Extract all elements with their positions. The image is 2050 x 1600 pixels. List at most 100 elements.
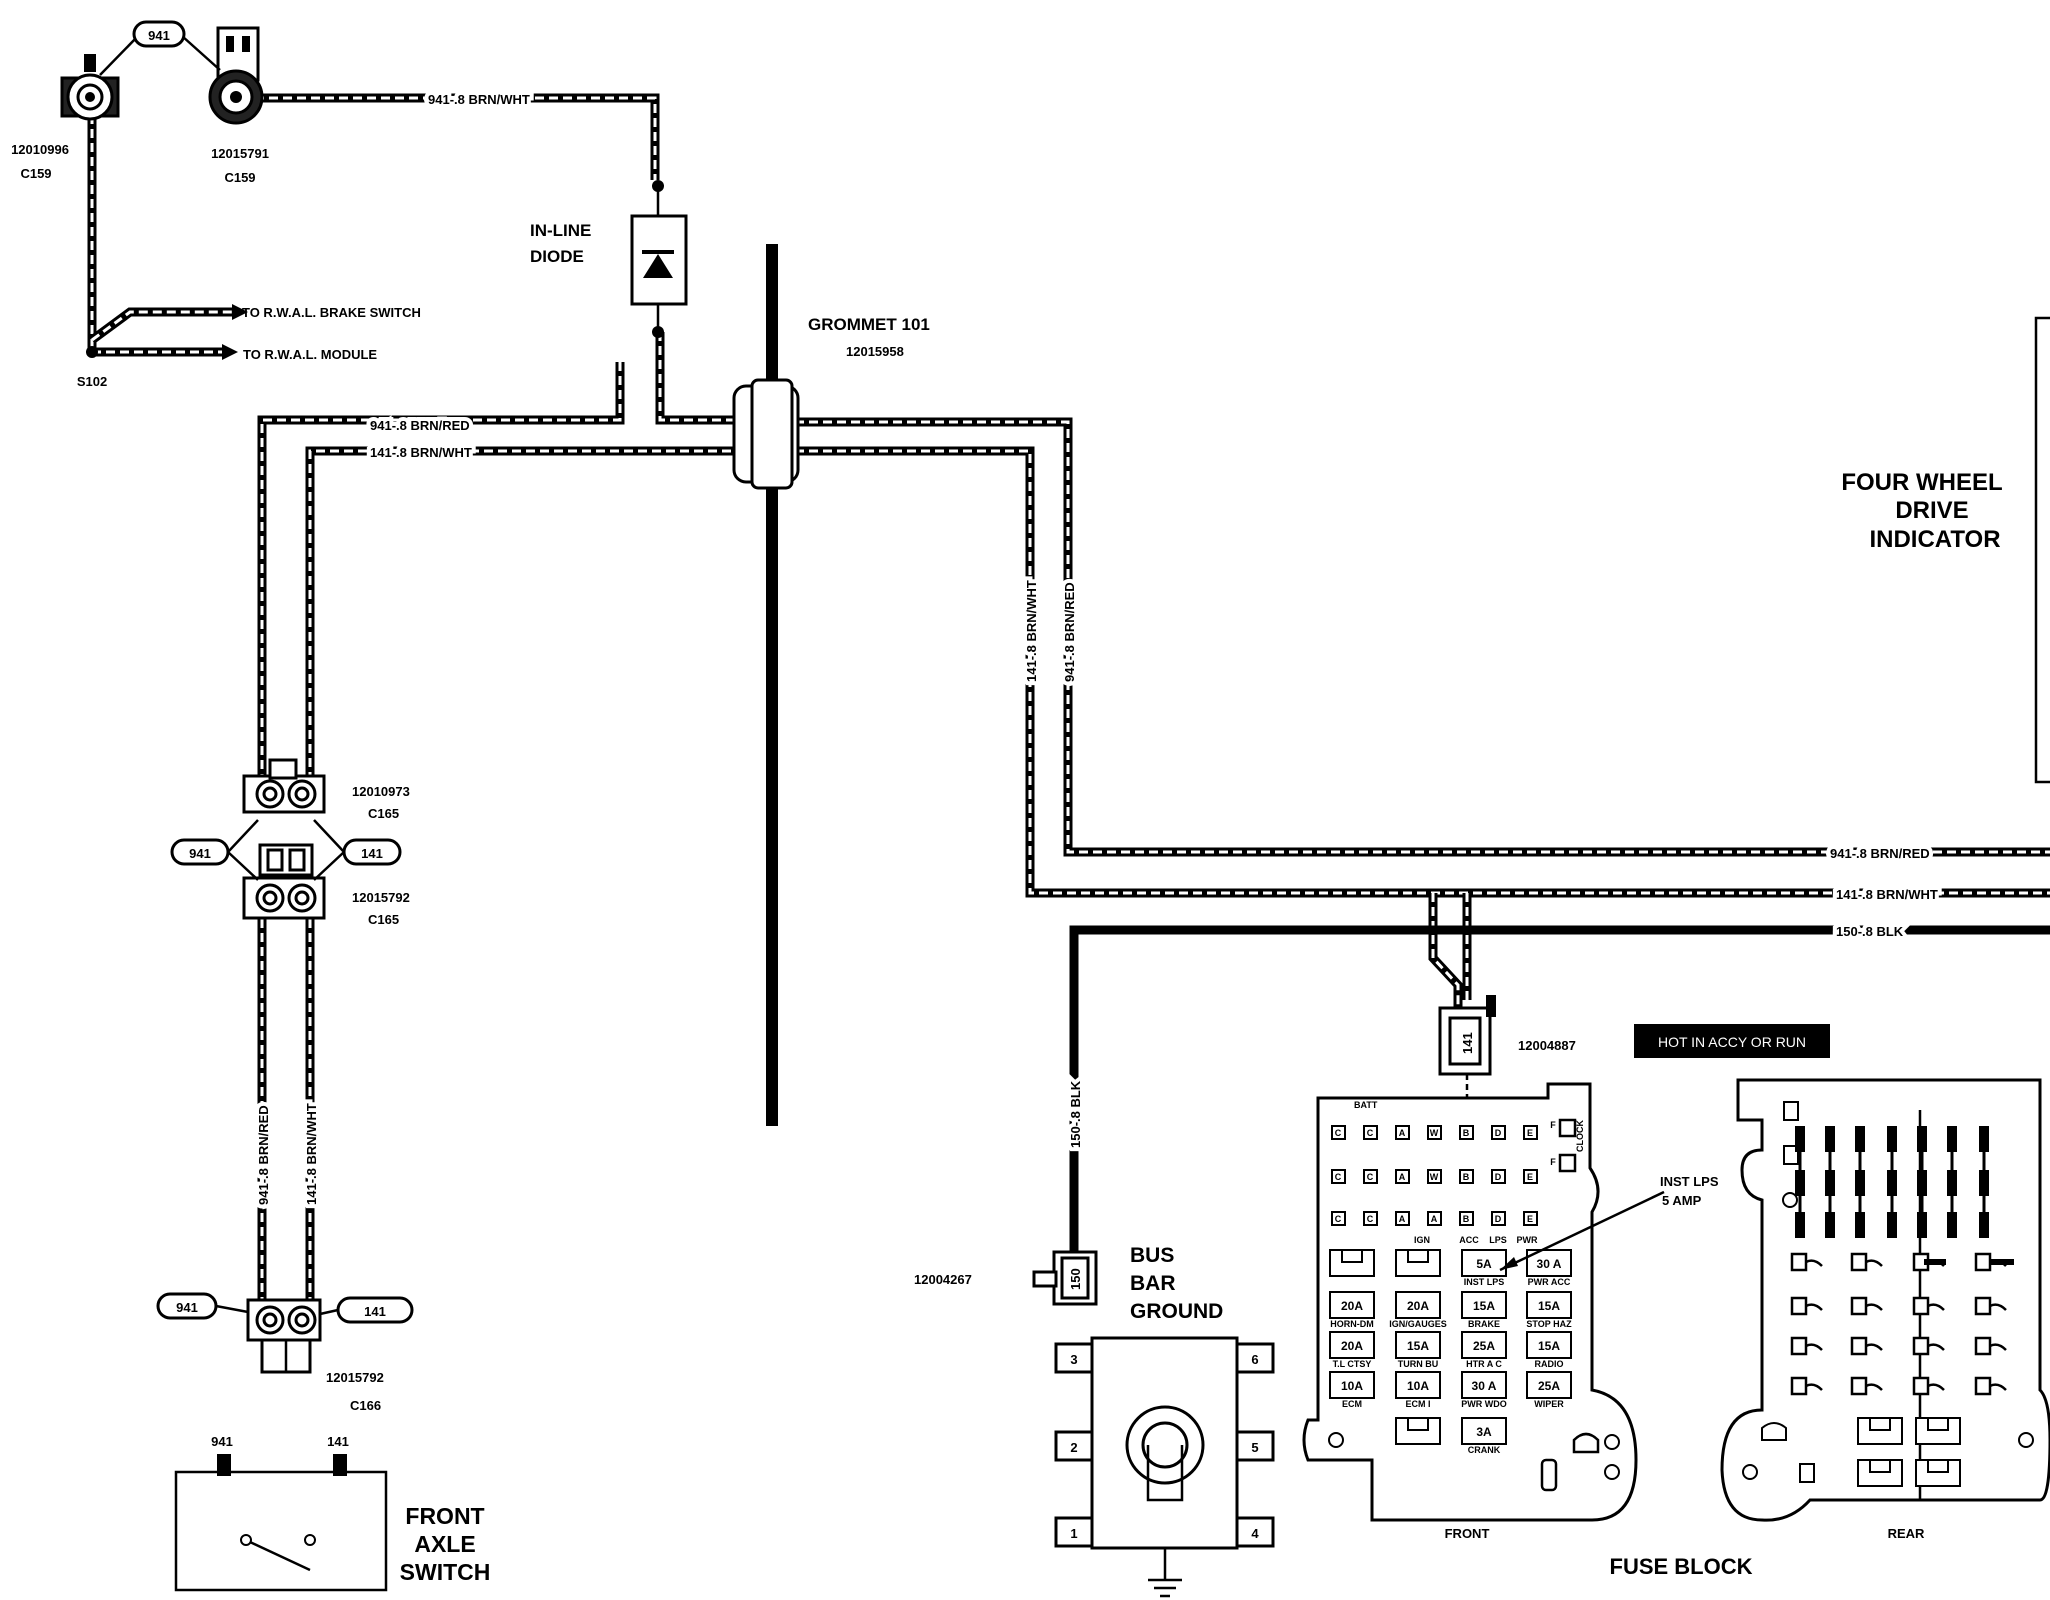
fuse-8: [1329, 1331, 1375, 1359]
fuse-label: HTR A C: [1466, 1359, 1502, 1369]
fuse-connector-12004887: 141: [1438, 995, 1496, 1136]
indicator-line1: FOUR WHEEL: [1841, 469, 2002, 496]
fuse-label: PWR ACC: [1528, 1277, 1571, 1287]
front-axle-switch: [174, 1454, 388, 1592]
fuse-slot-letter: C: [1367, 1128, 1374, 1138]
circuit-bubble-941-c166: 941: [156, 1292, 249, 1320]
c166-id: C166: [350, 1398, 381, 1413]
wire-label-v141-left: 141-.8 BRN/WHT: [304, 1103, 319, 1205]
ground-conn-part: 12004267: [914, 1272, 972, 1287]
fuse-row3-label: ACC: [1459, 1235, 1479, 1245]
fuse-label: TURN BU: [1398, 1359, 1439, 1369]
fuse-label: INST LPS: [1464, 1277, 1505, 1287]
fuse-label: IGN/GAUGES: [1389, 1319, 1447, 1329]
fuse-value: 30 A: [1537, 1257, 1562, 1271]
front-axle-line1: FRONT: [405, 1503, 484, 1529]
c159-left-connector: [60, 54, 120, 121]
fuse-4: [1329, 1291, 1375, 1319]
wire-label-v941-right: 941-.8 BRN/RED: [1062, 582, 1077, 682]
svg-text:941: 941: [189, 846, 211, 861]
fuse-18: [1461, 1417, 1507, 1445]
fuse-label: STOP HAZ: [1526, 1319, 1572, 1329]
fuse-slot-letter: E: [1527, 1128, 1533, 1138]
fuse-slot-row1-6: [1523, 1125, 1538, 1140]
fuse-slot-row1-3: [1427, 1125, 1442, 1140]
fuse-slot-letter: E: [1527, 1214, 1533, 1224]
svg-text:5: 5: [1251, 1440, 1258, 1455]
fuse-row3-label: IGN: [1414, 1235, 1430, 1245]
wire-to-brake-switch: [89, 304, 248, 344]
fuse-label: ECM I: [1405, 1399, 1430, 1409]
fuse-slot-row3-2: [1395, 1211, 1410, 1226]
grommet-part: 12015958: [846, 344, 904, 359]
fuse-slot-letter: B: [1463, 1214, 1470, 1224]
fuse-label: CRANK: [1468, 1445, 1501, 1455]
wire-941-brn-red-left: [257, 362, 625, 790]
fuse-slot-letter: A: [1431, 1214, 1438, 1224]
fuse-slot-row3-3: [1427, 1211, 1442, 1226]
fuse-slot-letter: W: [1430, 1172, 1439, 1182]
splice-s102-dot: [86, 346, 98, 358]
fuse-batt-label: BATT: [1354, 1100, 1378, 1110]
fuse-value: 3A: [1476, 1425, 1492, 1439]
fuse-slot-row3-6: [1523, 1211, 1538, 1226]
fuse-label: BRAKE: [1468, 1319, 1500, 1329]
fuse-value: 15A: [1473, 1299, 1495, 1313]
wire-label-right-141: 141-.8 BRN/WHT: [1836, 887, 1938, 902]
fuse-slot-row1-4: [1459, 1125, 1474, 1140]
fuse-slot-row2-1: [1363, 1169, 1378, 1184]
fuse-slot-row2-2: [1395, 1169, 1410, 1184]
fuse-value: 10A: [1407, 1379, 1429, 1393]
bubble-941-text: 941: [148, 28, 170, 43]
fuse-slot-row1-0: [1331, 1125, 1346, 1140]
fuse-slot-row3-0: [1331, 1211, 1346, 1226]
wire-to-module: [92, 344, 238, 360]
grommet-bar: [766, 244, 778, 1126]
fuse-slot-letter: D: [1495, 1172, 1502, 1182]
svg-text:F: F: [1550, 1120, 1556, 1130]
svg-text:1: 1: [1070, 1526, 1077, 1541]
c165-top-connector: [242, 758, 326, 814]
fuse-13: [1395, 1371, 1441, 1399]
grommet-101: [732, 378, 800, 490]
fuse-label: T.L CTSY: [1333, 1359, 1372, 1369]
fuse-front-label: FRONT: [1445, 1526, 1490, 1541]
fuse-slot-row3-1: [1363, 1211, 1378, 1226]
dest-module: TO R.W.A.L. MODULE: [243, 347, 377, 362]
fuse-value: 20A: [1341, 1299, 1363, 1313]
indicator-line2: DRIVE: [1895, 497, 1968, 524]
fuse-value: 15A: [1407, 1339, 1429, 1353]
fuse-label: PWR WDO: [1461, 1399, 1507, 1409]
indicator-line3: INDICATOR: [1869, 526, 2000, 553]
fuse-clock-label: CLOCK: [1575, 1120, 1585, 1152]
wire-label-941-brn-wht: 941-.8 BRN/WHT: [428, 92, 530, 107]
fuse-slot-letter: C: [1367, 1214, 1374, 1224]
c165-bottom-id: C165: [368, 912, 399, 927]
fuse-value: 30 A: [1472, 1379, 1497, 1393]
fuse-block-rear: [1720, 1078, 2050, 1522]
fuse-slot-letter: A: [1399, 1214, 1406, 1224]
fuse-slot-row2-4: [1459, 1169, 1474, 1184]
switch-pin-941: 941: [211, 1434, 233, 1449]
wire-label-right-941: 941-.8 BRN/RED: [1830, 846, 1930, 861]
bus-bar-line1: BUS: [1130, 1244, 1174, 1267]
fuse-slot-letter: A: [1399, 1128, 1406, 1138]
fuse-slot-letter: A: [1399, 1172, 1406, 1182]
wire-label-941-brn-red: 941-.8 BRN/RED: [370, 418, 470, 433]
circuit-bubble-941-c159: 941: [99, 20, 221, 76]
fuse-slot-row3-5: [1491, 1211, 1506, 1226]
svg-text:F: F: [1550, 1157, 1556, 1167]
circuit-bubble-141-c165: 141: [313, 819, 402, 881]
switch-pin-141: 141: [327, 1434, 349, 1449]
fuse-slot-letter: B: [1463, 1172, 1470, 1182]
fuse-row3-label: PWR: [1517, 1235, 1538, 1245]
c165-top-id: C165: [368, 806, 399, 821]
wire-141-right-run: [795, 446, 2050, 898]
wire-141-drop: [1428, 893, 1472, 1010]
inst-lps-line1: INST LPS: [1660, 1174, 1719, 1189]
wire-label-v150: 150-.8 BLK: [1068, 1080, 1083, 1148]
fuse-slot-row2-5: [1491, 1169, 1506, 1184]
wire-label-right-150: 150-.8 BLK: [1836, 924, 1904, 939]
